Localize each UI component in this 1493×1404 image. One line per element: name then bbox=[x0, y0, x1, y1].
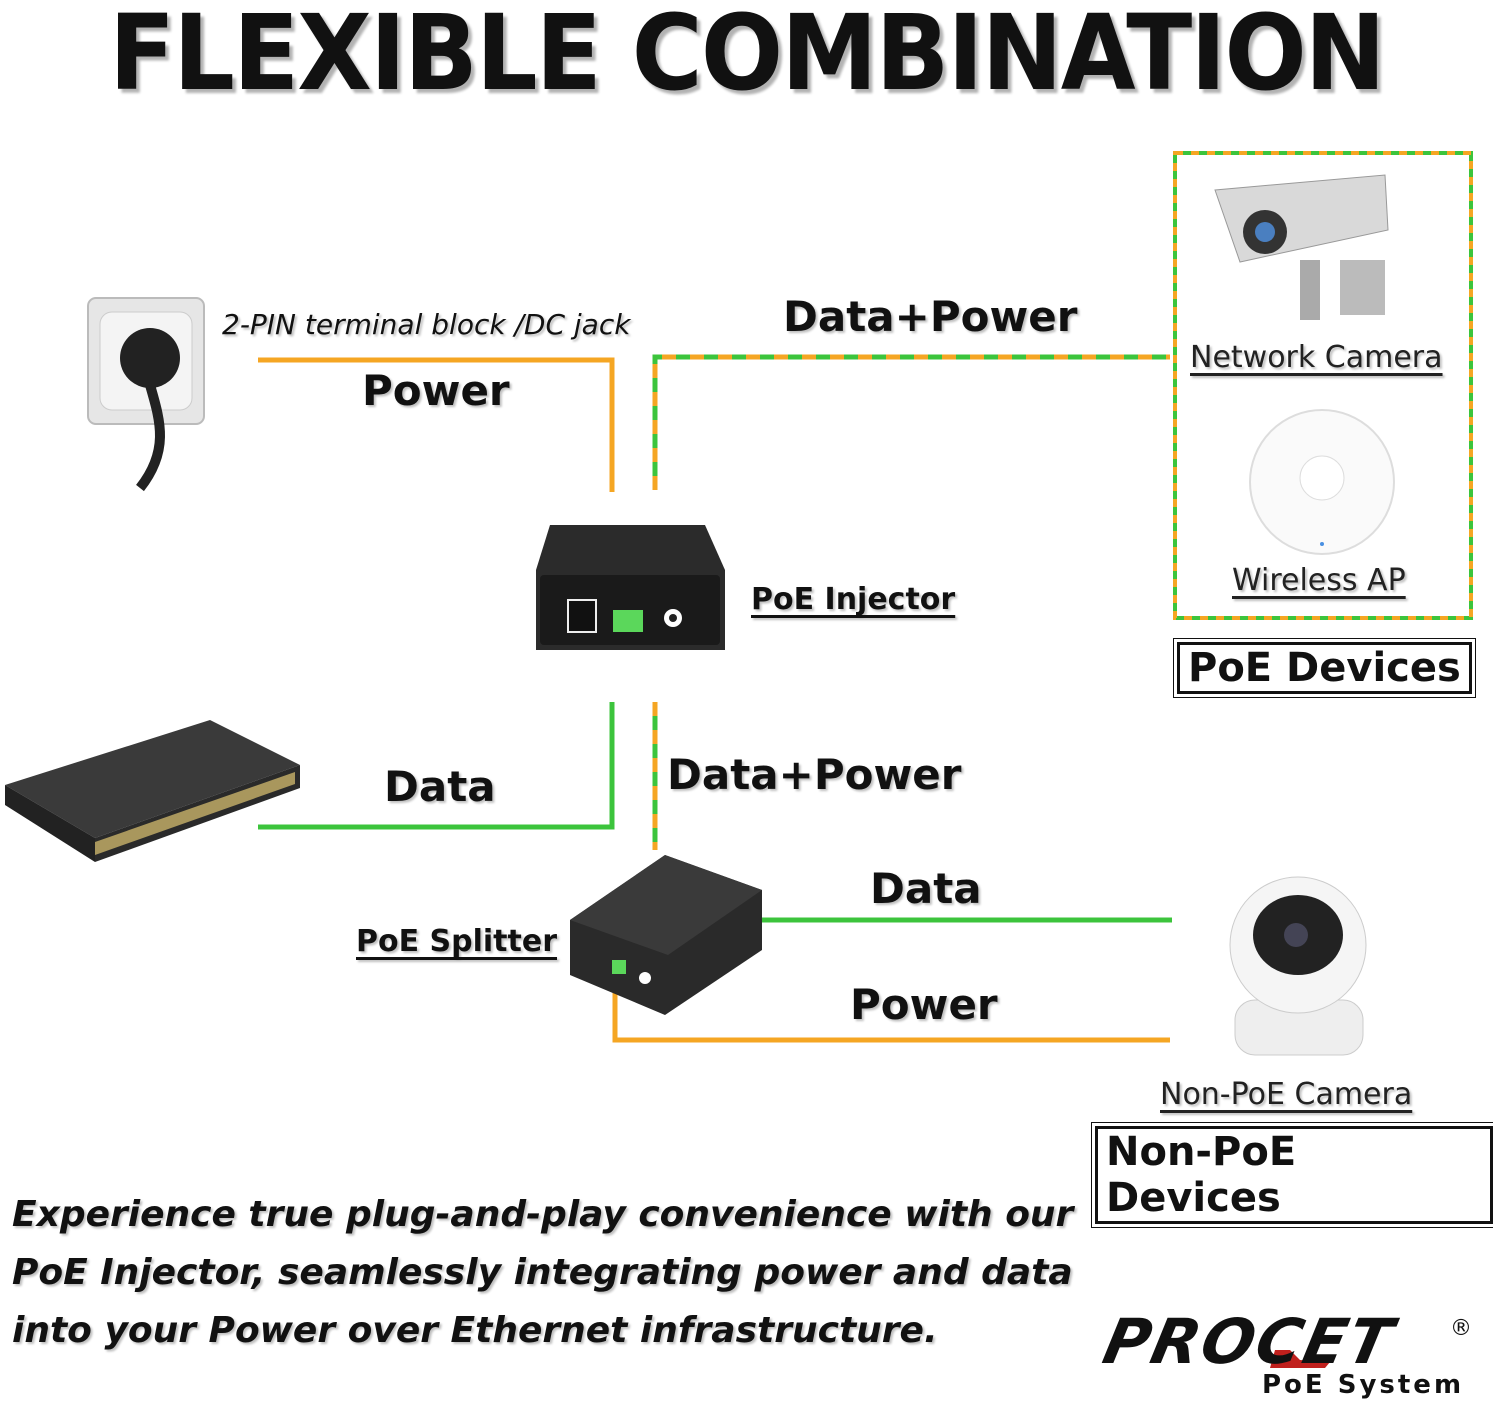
power-label-top: Power bbox=[362, 366, 510, 415]
wireless-ap-label: Wireless AP bbox=[1232, 563, 1406, 598]
poe-splitter-label: PoE Splitter bbox=[356, 924, 558, 959]
poe-devices-group-label: PoE Devices bbox=[1173, 638, 1476, 698]
non-poe-camera-icon bbox=[1229, 876, 1367, 1056]
data-label-left: Data bbox=[384, 762, 496, 811]
non-poe-devices-group-label: Non-PoE Devices bbox=[1091, 1122, 1493, 1228]
data-label-right: Data bbox=[870, 864, 982, 913]
brand-logo: PROCET bbox=[1097, 1305, 1401, 1378]
wireless-ap-icon bbox=[1249, 409, 1395, 555]
data-power-line-top bbox=[652, 354, 1170, 490]
network-camera-label: Network Camera bbox=[1190, 340, 1443, 375]
logo-accent bbox=[1270, 1350, 1330, 1368]
poe-injector-label: PoE Injector bbox=[751, 582, 956, 617]
network-camera-icon bbox=[1214, 174, 1389, 320]
poe-splitter-device bbox=[570, 855, 762, 1015]
data-power-label-mid: Data+Power bbox=[667, 750, 962, 799]
poe-injector-device bbox=[536, 525, 725, 650]
power-line-bottom bbox=[612, 985, 1170, 1043]
network-switch-device bbox=[5, 720, 300, 862]
footer-text: Experience true plug-and-play convenienc… bbox=[12, 1194, 1074, 1351]
power-label-bottom: Power bbox=[850, 980, 998, 1029]
data-line-left bbox=[258, 702, 615, 830]
power-line-top bbox=[258, 357, 615, 492]
logo-tagline: PoE System bbox=[1262, 1370, 1465, 1400]
terminal-label: 2-PIN terminal block /DC jack bbox=[222, 308, 631, 341]
non-poe-camera-label: Non-PoE Camera bbox=[1160, 1077, 1413, 1112]
wall-socket-icon bbox=[87, 297, 205, 492]
page-title: FLEXIBLE COMBINATION bbox=[109, 0, 1386, 114]
registered-mark: ® bbox=[1450, 1316, 1472, 1341]
data-power-label-top: Data+Power bbox=[783, 292, 1078, 341]
